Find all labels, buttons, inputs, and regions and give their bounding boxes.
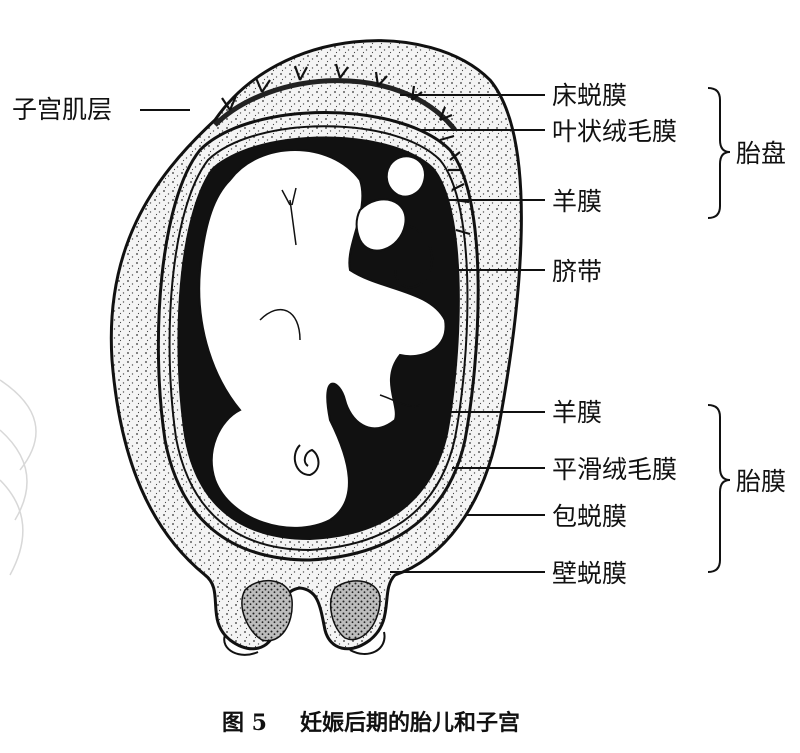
figure-number: 图 5	[222, 710, 267, 736]
braces	[708, 88, 730, 572]
figure-caption: 妊娠后期的胎儿和子宫	[300, 710, 520, 736]
label-umbilical-cord: 脐带	[552, 257, 602, 286]
placenta-brace	[708, 88, 730, 218]
label-decidua-parietalis: 壁蜕膜	[552, 559, 627, 588]
label-amnion-lower: 羊膜	[552, 398, 602, 427]
group-label-placenta: 胎盘	[736, 139, 786, 168]
group-label-fetal-membranes: 胎膜	[736, 467, 786, 496]
label-chorion-frondosum: 叶状绒毛膜	[552, 117, 677, 146]
label-chorion-laeve: 平滑绒毛膜	[552, 455, 677, 484]
background-arcs	[0, 380, 36, 575]
label-myometrium: 子宫肌层	[12, 95, 112, 124]
label-decidua-basalis: 床蜕膜	[552, 81, 627, 110]
label-decidua-capsularis: 包蜕膜	[552, 502, 627, 531]
fetal-membranes-brace	[708, 405, 730, 572]
label-amnion-upper: 羊膜	[552, 187, 602, 216]
